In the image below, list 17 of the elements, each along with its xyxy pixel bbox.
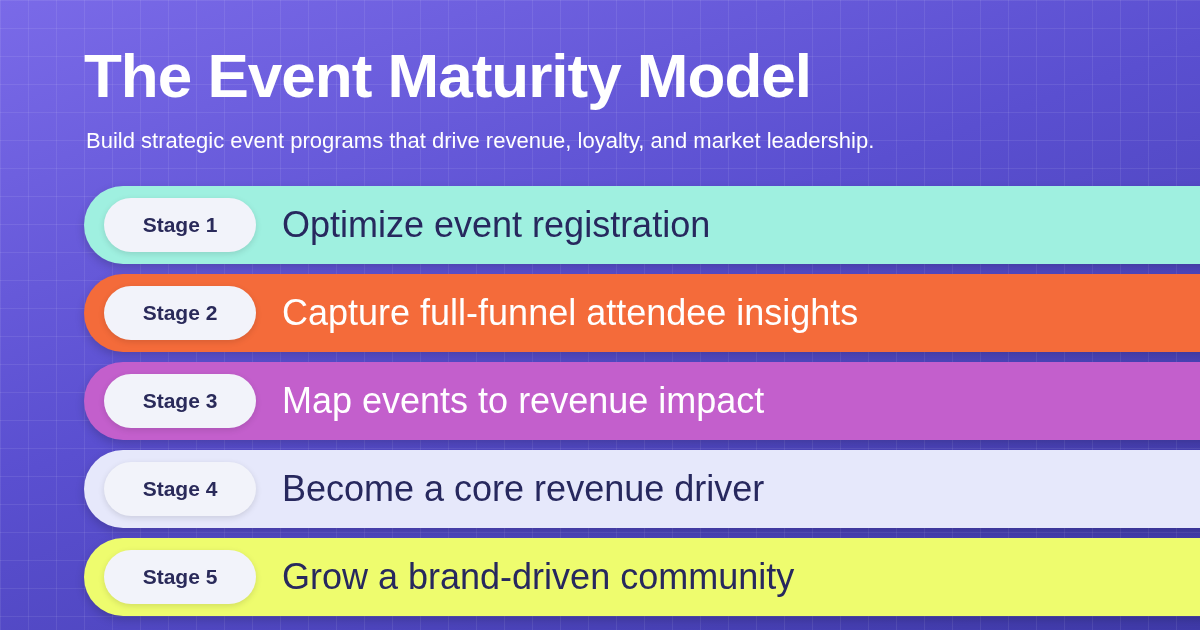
- stage-description: Grow a brand-driven community: [282, 555, 795, 599]
- stage-description: Optimize event registration: [282, 203, 711, 247]
- stage-band: [84, 538, 1200, 616]
- subtitle: Build strategic event programs that drive revenue, loyalty, and market leadership.: [86, 128, 875, 154]
- stage-label: Stage 2: [104, 286, 256, 340]
- stage-band: [84, 274, 1200, 352]
- stage-band: [84, 186, 1200, 264]
- stage-description: Map events to revenue impact: [282, 379, 765, 423]
- stage-description: Become a core revenue driver: [282, 467, 765, 511]
- stage-label: Stage 4: [104, 462, 256, 516]
- stage-band: [84, 450, 1200, 528]
- stage-description: Capture full-funnel attendee insights: [282, 291, 859, 335]
- stage-label: Stage 3: [104, 374, 256, 428]
- stage-label: Stage 1: [104, 198, 256, 252]
- stage-band: [84, 362, 1200, 440]
- stage-label: Stage 5: [104, 550, 256, 604]
- diagram-title: The Event Maturity Model: [84, 40, 811, 111]
